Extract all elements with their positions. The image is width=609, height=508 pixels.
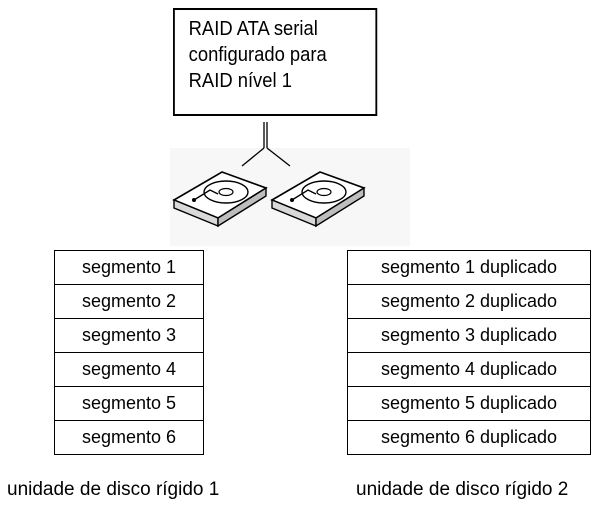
hard-drive-icon	[172, 171, 268, 228]
table-row: segmento 2 duplicado	[347, 284, 591, 319]
table-row: segmento 4 duplicado	[347, 352, 591, 387]
table-row: segmento 5 duplicado	[347, 386, 591, 421]
table-row: segmento 1 duplicado	[347, 250, 591, 285]
table-row: segmento 6 duplicado	[347, 420, 591, 455]
mirrored-segment-cell: segmento 1 duplicado	[347, 250, 591, 285]
segment-cell: segmento 1	[54, 250, 204, 285]
title-line-1: RAID ATA serial	[188, 18, 318, 40]
hard-drive-icon	[270, 171, 366, 228]
connector-lines	[241, 122, 291, 167]
drives-illustration	[160, 118, 420, 250]
table-row: segmento 3	[54, 318, 204, 353]
mirrored-segment-cell: segmento 2 duplicado	[347, 284, 591, 319]
table-row: segmento 5	[54, 386, 204, 421]
mirrored-segment-cell: segmento 5 duplicado	[347, 386, 591, 421]
title-line-3: RAID nível 1	[188, 70, 292, 92]
title-line-2: configurado para	[188, 44, 327, 66]
mirrored-segment-cell: segmento 4 duplicado	[347, 352, 591, 387]
drive-1-caption: unidade de disco rígido 1	[7, 479, 220, 500]
raid-title-box: RAID ATA serial configurado para RAID ní…	[173, 8, 378, 116]
table-row: segmento 2	[54, 284, 204, 319]
right-drive-segments: segmento 1 duplicado segmento 2 duplicad…	[347, 250, 591, 455]
table-row: segmento 3 duplicado	[347, 318, 591, 353]
segment-cell: segmento 2	[54, 284, 204, 319]
table-row: segmento 1	[54, 250, 204, 285]
segment-cell: segmento 6	[54, 420, 204, 455]
segment-cell: segmento 4	[54, 352, 204, 387]
segment-cell: segmento 5	[54, 386, 204, 421]
left-drive-segments: segmento 1 segmento 2 segmento 3 segment…	[54, 250, 204, 455]
table-row: segmento 4	[54, 352, 204, 387]
mirrored-segment-cell: segmento 6 duplicado	[347, 420, 591, 455]
mirrored-segment-cell: segmento 3 duplicado	[347, 318, 591, 353]
table-row: segmento 6	[54, 420, 204, 455]
segment-cell: segmento 3	[54, 318, 204, 353]
drive-2-caption: unidade de disco rígido 2	[356, 479, 569, 500]
